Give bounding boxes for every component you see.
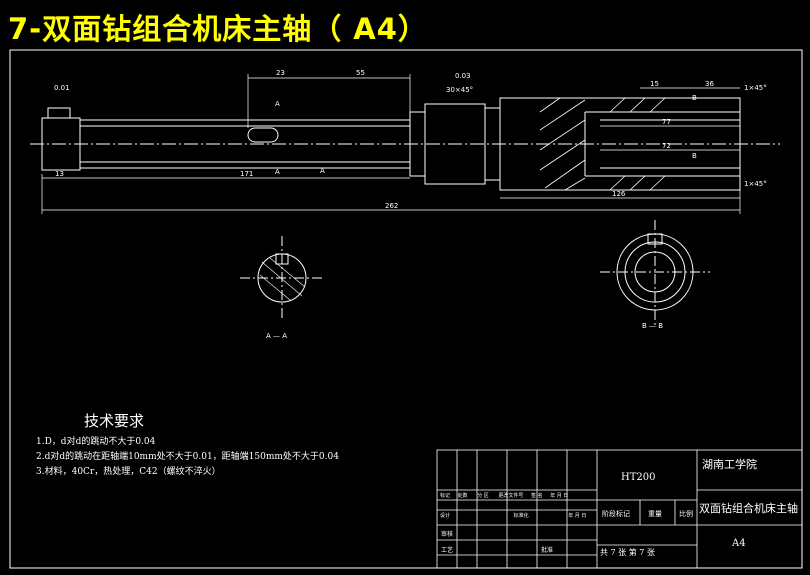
dim-262: 262 bbox=[385, 202, 398, 210]
dim-15: 15 bbox=[650, 80, 659, 88]
dim-171: 171 bbox=[240, 170, 253, 178]
notes-heading: 技术要求 bbox=[84, 412, 145, 430]
note-line-3: 3.材料，40Cr，热处理，C42（螺纹不淬火） bbox=[36, 467, 221, 477]
label-a2: A bbox=[275, 168, 280, 176]
label-b2: B bbox=[692, 152, 697, 160]
note-line-1: 1.D，d对d的跳动不大于0.04 bbox=[36, 437, 156, 447]
label-a1: A bbox=[275, 100, 280, 108]
section-bb-label: B — B bbox=[642, 322, 663, 330]
label-circle: A bbox=[320, 167, 325, 175]
dimension-lines bbox=[41, 74, 741, 214]
tb-r2-c1: 设计 bbox=[440, 513, 451, 519]
sheets-count: 共 7 张 第 7 张 bbox=[600, 547, 655, 557]
label-b1: B bbox=[692, 94, 697, 102]
title-block bbox=[436, 449, 803, 569]
tb-row1: 标记 处数 分 区 更改文件号 签 名 年 月 日 bbox=[440, 492, 568, 499]
dim-13: 13 bbox=[55, 170, 64, 178]
section-aa-label: A — A bbox=[266, 332, 287, 340]
dim-77: 77 bbox=[662, 118, 671, 126]
tb-r1-c2: 处数 bbox=[457, 493, 468, 499]
weight-label: 重量 bbox=[648, 510, 662, 518]
tol-2: 0.03 bbox=[455, 72, 471, 80]
title-block-texts: HT200 湖南工学院 双面钻组合机床主轴 A4 阶段标记 重量 比例 共 7 … bbox=[441, 457, 798, 557]
tb-row2: 设计 标准化 年 月 日 bbox=[440, 512, 586, 519]
dim-chamfer2: 1×45° bbox=[744, 180, 767, 188]
technical-notes: 技术要求 1.D，d对d的跳动不大于0.04 2.d对d的跳动在距轴端10mm处… bbox=[36, 410, 339, 480]
material: HT200 bbox=[621, 472, 655, 483]
sheet-size: A4 bbox=[731, 538, 746, 549]
dim-126: 126 bbox=[612, 190, 626, 198]
section-b-b bbox=[600, 220, 710, 325]
tb-r2-c3: 年 月 日 bbox=[568, 513, 587, 519]
page-title: 7-双面钻组合机床主轴（ A4） bbox=[8, 12, 428, 46]
dim-23: 23 bbox=[276, 69, 285, 77]
approve-label: 批准 bbox=[541, 546, 553, 554]
section-hatch bbox=[539, 97, 666, 191]
scale-label: 比例 bbox=[679, 509, 693, 518]
tb-r1-c5: 签 名 bbox=[531, 493, 543, 499]
tb-r2-c2: 标准化 bbox=[513, 513, 529, 519]
dim-55: 55 bbox=[356, 69, 365, 77]
dimension-texts: 23 55 13 171 262 126 15 36 72 77 1×45° 1… bbox=[54, 69, 767, 340]
dim-72: 72 bbox=[662, 142, 671, 150]
review-label: 审核 bbox=[441, 530, 453, 538]
school-name: 湖南工学院 bbox=[702, 457, 757, 471]
part-name: 双面钻组合机床主轴 bbox=[699, 501, 798, 515]
stage-mark: 阶段标记 bbox=[602, 509, 630, 518]
dim-angle: 30×45° bbox=[446, 86, 473, 94]
tb-r1-c4: 更改文件号 bbox=[498, 493, 524, 499]
tb-r1-c3: 分 区 bbox=[477, 493, 489, 499]
tb-r1-c6: 年 月 日 bbox=[550, 493, 569, 499]
tol-1: 0.01 bbox=[54, 84, 70, 92]
process-label: 工艺 bbox=[441, 546, 453, 554]
section-a-a bbox=[240, 236, 325, 320]
tb-r1-c1: 标记 bbox=[440, 493, 451, 499]
shaft-main-view bbox=[30, 97, 780, 191]
note-line-2: 2.d对d的跳动在距轴端10mm处不大于0.01，距轴端150mm处不大于0.0… bbox=[36, 452, 339, 462]
sheet-border bbox=[9, 49, 803, 569]
dim-chamfer1: 1×45° bbox=[744, 84, 767, 92]
dim-36: 36 bbox=[705, 80, 714, 88]
